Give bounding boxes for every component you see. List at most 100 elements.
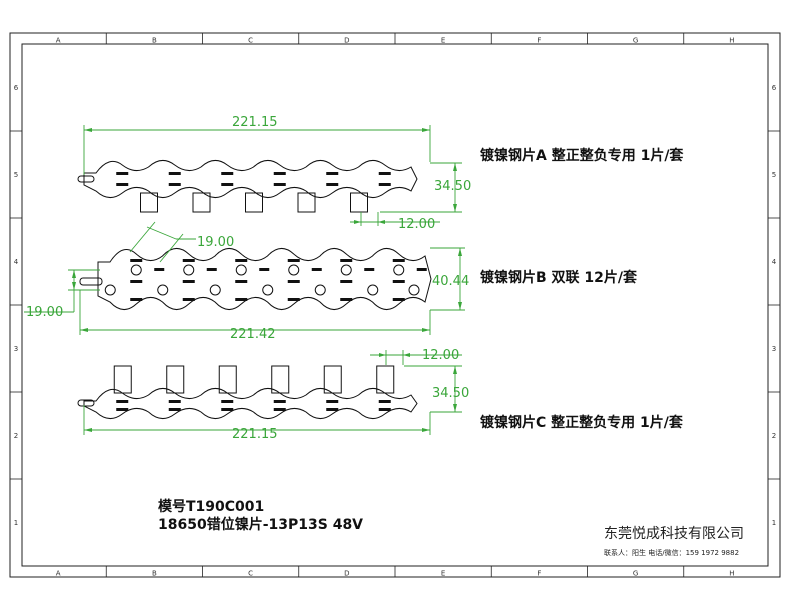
hole bbox=[262, 284, 274, 296]
row-label: 2 bbox=[772, 432, 776, 440]
part-c-height-dim: 34.50 bbox=[432, 386, 469, 401]
part-b-drawing bbox=[79, 248, 432, 310]
tab bbox=[350, 192, 368, 213]
slot bbox=[221, 400, 234, 403]
slot bbox=[378, 172, 391, 175]
slot bbox=[273, 172, 286, 175]
slot bbox=[378, 400, 391, 403]
hole bbox=[314, 284, 326, 296]
slot bbox=[168, 400, 181, 403]
slot bbox=[221, 183, 234, 186]
hole bbox=[157, 284, 169, 296]
slot bbox=[273, 400, 286, 403]
tab bbox=[218, 365, 237, 394]
part-a-drawing bbox=[77, 160, 418, 213]
model-code: 模号T190C001 bbox=[158, 498, 264, 515]
column-label: B bbox=[152, 570, 157, 578]
hole bbox=[130, 264, 142, 276]
slot bbox=[116, 408, 129, 411]
slot bbox=[221, 172, 234, 175]
column-label: F bbox=[537, 570, 541, 578]
slot bbox=[116, 400, 129, 403]
column-label: H bbox=[729, 37, 734, 45]
column-label: G bbox=[633, 570, 638, 578]
slot bbox=[326, 183, 339, 186]
part-c-width-dim: 221.15 bbox=[232, 427, 278, 442]
part-a-height-dim: 34.50 bbox=[434, 179, 471, 194]
outer-frame bbox=[9, 32, 781, 578]
row-label: 6 bbox=[772, 84, 777, 92]
slot bbox=[168, 183, 181, 186]
strip-outline bbox=[83, 160, 418, 198]
part-a-width-dim: 221.15 bbox=[232, 115, 278, 130]
row-label: 1 bbox=[14, 519, 18, 527]
row-label: 6 bbox=[14, 84, 19, 92]
slot bbox=[378, 183, 391, 186]
column-label: G bbox=[633, 37, 638, 45]
hole bbox=[209, 284, 221, 296]
row-label: 4 bbox=[772, 258, 777, 266]
column-label: E bbox=[441, 570, 445, 578]
slot bbox=[168, 172, 181, 175]
part-c-title: 镀镍钢片C 整正整负专用 1片/套 bbox=[480, 414, 683, 431]
column-label: C bbox=[248, 37, 253, 45]
tab bbox=[271, 365, 290, 394]
slot bbox=[326, 408, 339, 411]
part-c-drawing bbox=[77, 365, 418, 419]
hole bbox=[340, 264, 352, 276]
row-label: 2 bbox=[14, 432, 18, 440]
slot bbox=[326, 172, 339, 175]
slot bbox=[221, 408, 234, 411]
model-name: 18650错位镍片-13P13S 48V bbox=[158, 516, 363, 533]
part-a-title: 镀镍钢片A 整正整负专用 1片/套 bbox=[480, 147, 683, 164]
tab bbox=[113, 365, 132, 394]
strip-outline bbox=[83, 388, 418, 419]
part-b-width-dim: 221.42 bbox=[230, 327, 276, 342]
part-b-dimensions: 221.42 40.44 19.00 19.00 bbox=[24, 221, 469, 342]
hole bbox=[183, 264, 195, 276]
column-label: D bbox=[344, 37, 349, 45]
tab bbox=[140, 192, 158, 213]
column-label: B bbox=[152, 37, 157, 45]
slot bbox=[273, 183, 286, 186]
hole bbox=[235, 264, 247, 276]
row-markers: 6 6 5 5 4 4 3 3 2 2 1 1 bbox=[10, 84, 780, 527]
part-b-pitch-dim: 19.00 bbox=[197, 235, 234, 250]
column-label: A bbox=[56, 37, 61, 45]
part-a-tab-dim: 12.00 bbox=[398, 217, 435, 232]
tab bbox=[376, 365, 395, 394]
row-label: 3 bbox=[772, 345, 776, 353]
column-label: E bbox=[441, 37, 445, 45]
column-label: D bbox=[344, 570, 349, 578]
column-label: F bbox=[537, 37, 541, 45]
part-b-title: 镀镍钢片B 双联 12片/套 bbox=[480, 269, 637, 286]
tab bbox=[192, 192, 211, 213]
hole bbox=[288, 264, 300, 276]
slot bbox=[273, 408, 286, 411]
company-name: 东莞悦成科技有限公司 bbox=[604, 526, 744, 542]
row-label: 4 bbox=[14, 258, 19, 266]
hole bbox=[367, 284, 379, 296]
part-a-dimensions: 221.15 34.50 12.00 bbox=[83, 115, 471, 232]
company-contact: 联系人：阳生 电话/微信：159 1972 9882 bbox=[604, 548, 739, 557]
part-c-tab-dim: 12.00 bbox=[422, 348, 459, 363]
part-b-height-dim: 40.44 bbox=[432, 274, 469, 289]
row-label: 1 bbox=[772, 519, 776, 527]
tab bbox=[245, 192, 263, 213]
row-label: 5 bbox=[772, 171, 776, 179]
column-label: A bbox=[56, 570, 61, 578]
part-c-dimensions: 221.15 34.50 12.00 bbox=[83, 348, 469, 442]
hole bbox=[393, 264, 405, 276]
tab bbox=[323, 365, 342, 394]
part-b-offset-dim: 19.00 bbox=[26, 305, 63, 320]
column-label: H bbox=[729, 570, 734, 578]
slot bbox=[168, 408, 181, 411]
row-label: 5 bbox=[14, 171, 18, 179]
strip-outline bbox=[97, 248, 432, 310]
hole bbox=[104, 284, 116, 296]
tab bbox=[297, 192, 316, 213]
tab bbox=[166, 365, 185, 394]
row-label: 3 bbox=[14, 345, 18, 353]
slot bbox=[326, 400, 339, 403]
